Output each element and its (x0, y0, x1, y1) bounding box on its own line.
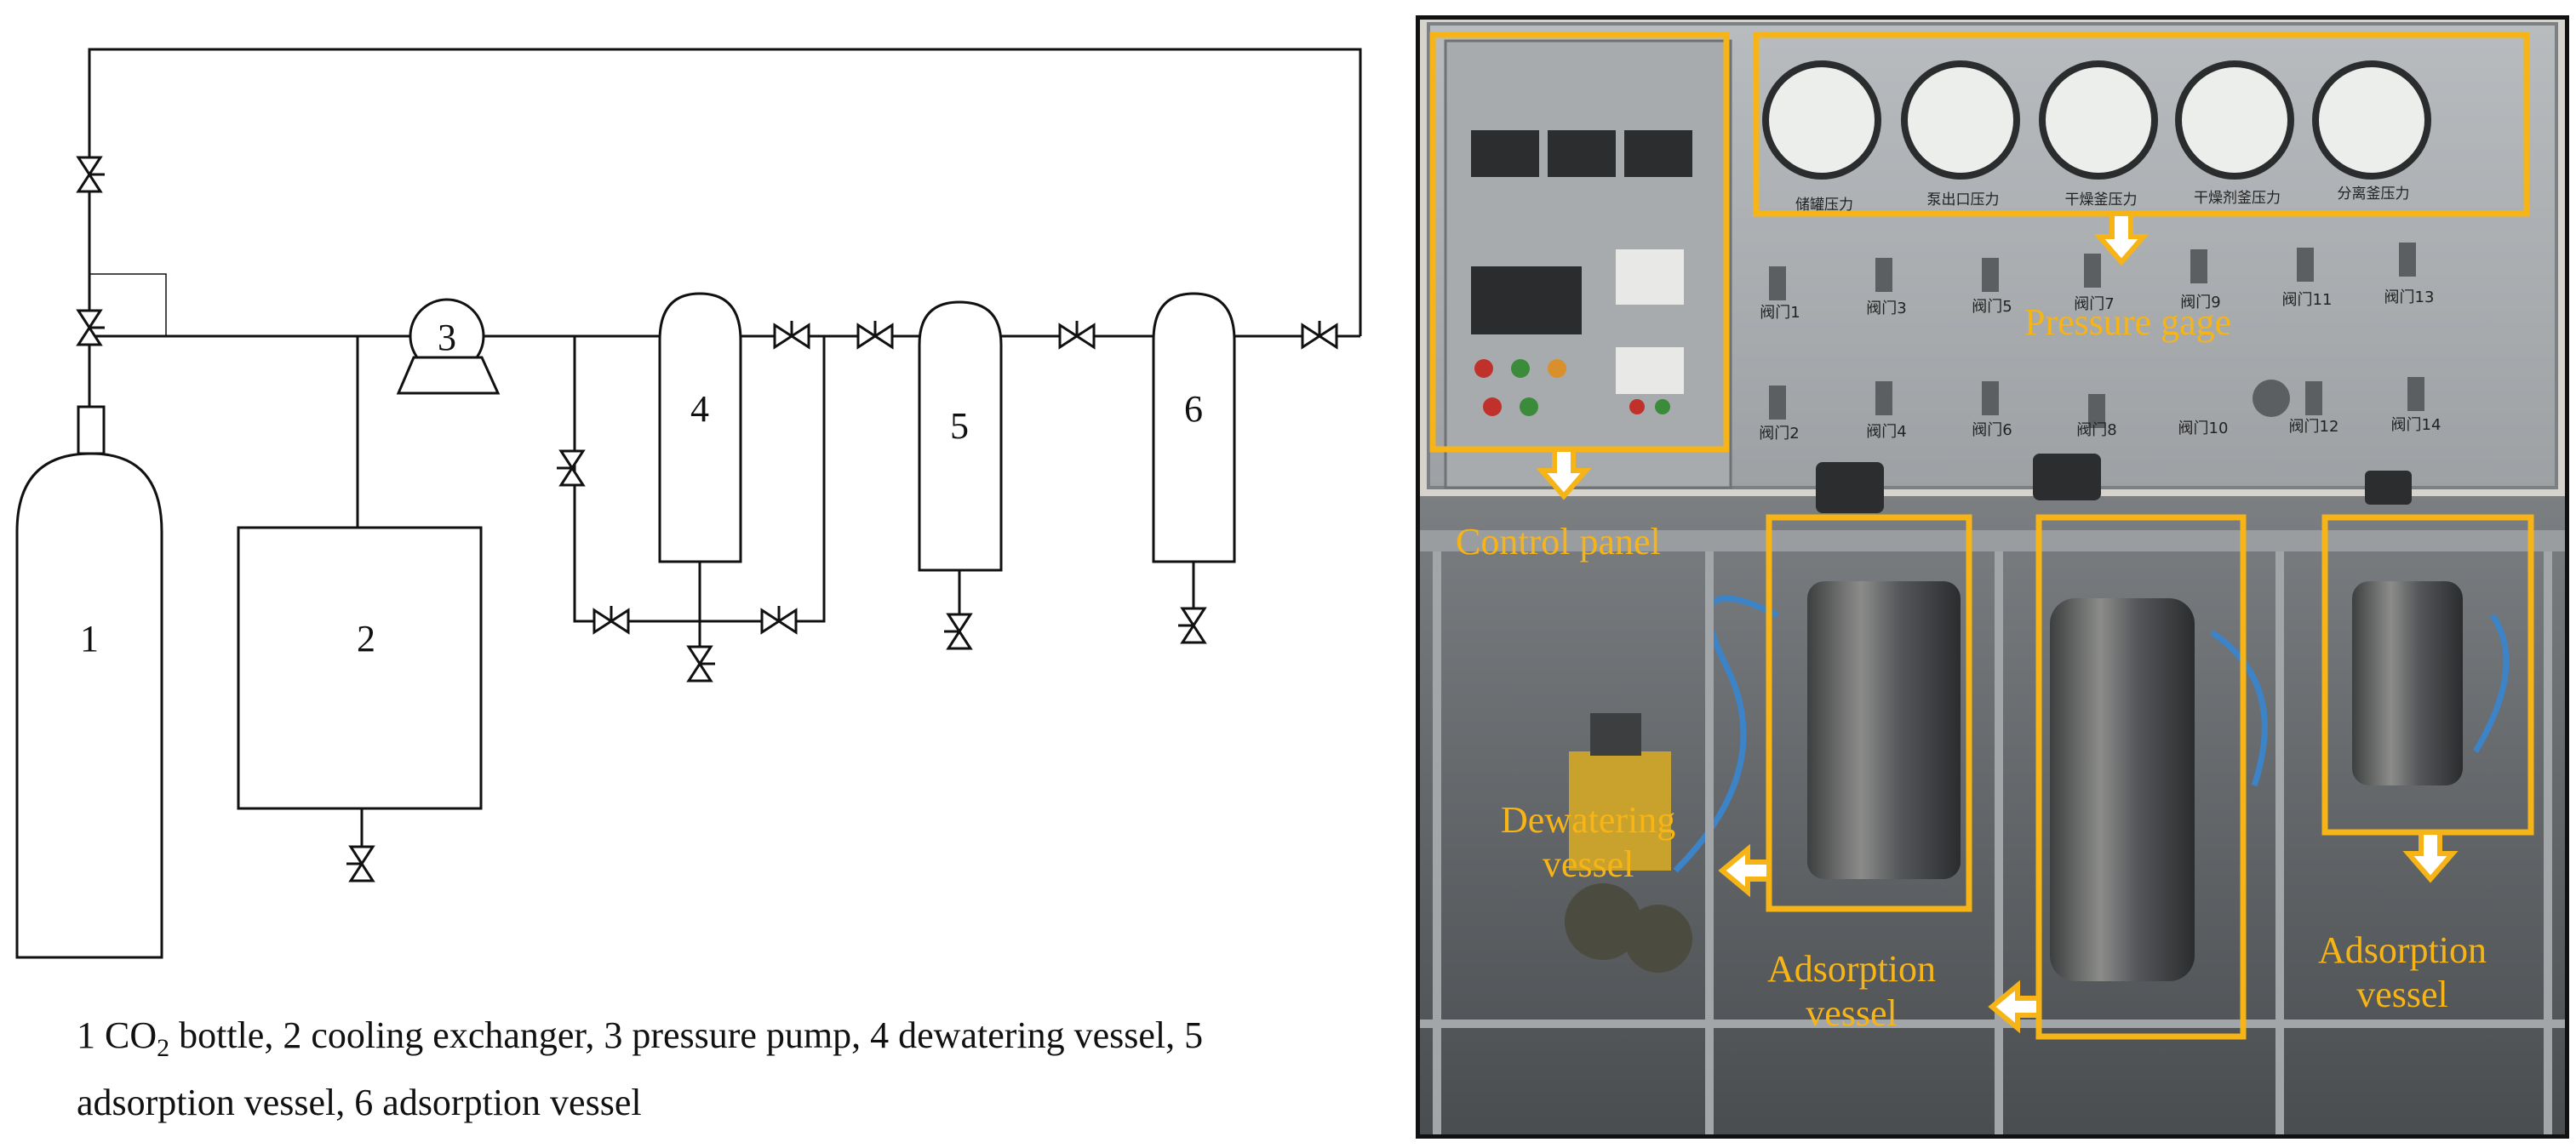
valve-label-10: 阀门10 (2178, 420, 2229, 437)
valve-v3-icon (557, 449, 586, 487)
pump-assembly (1565, 713, 1692, 973)
valve-v6-icon (944, 613, 973, 650)
gauge-label-3: 干燥釜压力 (2065, 191, 2138, 208)
adsorption-vessel-right-body (2352, 581, 2463, 785)
dewatering-vessel-body (1807, 581, 1961, 879)
panel-valves-bottom (1769, 377, 2424, 428)
valve-v5-icon (346, 845, 375, 882)
co2-bottle (15, 405, 163, 959)
valve-h4-icon (856, 321, 894, 350)
adsorption-vessel-5 (918, 300, 1003, 617)
dewatering-vessel-arrow-icon (1718, 843, 1772, 898)
gauge-label-4: 干燥剂釜压力 (2194, 190, 2281, 207)
valve-v4-icon (686, 645, 715, 683)
adsorption-vessel-mid-label: Adsorption vessel (1767, 947, 1936, 1036)
valve-v2-icon (76, 309, 105, 346)
pressure-pump (396, 298, 501, 395)
valve-h5-icon (1058, 321, 1096, 350)
valve-label-3: 阀门3 (1866, 300, 1906, 317)
adsorption-vessel-mid-highlight (2035, 514, 2247, 1040)
valve-label-4: 阀门4 (1866, 423, 1906, 441)
valve-label-9: 阀门9 (2180, 294, 2220, 311)
label-adsorption-vessel-5: 5 (950, 405, 969, 447)
label-pressure-pump: 3 (438, 317, 456, 358)
adsorption-vessel-mid-body (2050, 598, 2195, 981)
bypass-line (89, 273, 167, 336)
adsorption-vessel-right-arrow-icon (2402, 830, 2459, 883)
control-buttons (1474, 359, 1670, 416)
valve-label-5: 阀门5 (1972, 298, 2012, 316)
dewatering-vessel-label-line1: Dewatering (1501, 799, 1676, 841)
equipment-photo: 储罐压力 泵出口压力 干燥釜压力 干燥剂釜压力 分离釜压力 阀门1 阀门3 阀门… (1416, 15, 2569, 1139)
panel-valves-top (1769, 243, 2416, 300)
pressure-gage-highlight (1753, 31, 2530, 217)
caption-text-1: 1 CO (77, 1014, 157, 1056)
control-panel-label: Control panel (1456, 521, 1661, 563)
digital-displays (1471, 130, 1692, 394)
label-co2-bottle: 1 (80, 618, 99, 660)
process-schematic: 1 2 3 4 5 6 (15, 48, 1362, 959)
schematic-caption: 1 CO2 bottle, 2 cooling exchanger, 3 pre… (77, 1008, 1302, 1130)
valve-h3-icon (773, 321, 810, 350)
caption-text-2: bottle, 2 cooling exchanger, 3 pressure … (77, 1014, 1204, 1123)
valve-label-12: 阀门12 (2289, 418, 2339, 436)
valve-h2-icon (760, 606, 798, 635)
gauge-label-1: 储罐压力 (1795, 197, 1853, 214)
recycle-line (88, 48, 1362, 336)
adsorption-vessel-mid-label-line1: Adsorption (1767, 948, 1936, 990)
valve-h1-icon (592, 606, 630, 635)
adsorption-vessel-6 (1152, 292, 1236, 617)
equipment-illustration: 储罐压力 泵出口压力 干燥釜压力 干燥剂釜压力 分离釜压力 阀门1 阀门3 阀门… (1420, 20, 2565, 1134)
valve-label-14: 阀门14 (2391, 416, 2441, 434)
adsorption-vessel-right-label-line2: vessel (2356, 974, 2448, 1015)
label-adsorption-vessel-6: 6 (1184, 388, 1203, 430)
dewatering-vessel (573, 292, 826, 647)
adsorption-vessel-right-label-line1: Adsorption (2318, 929, 2487, 971)
dewatering-vessel-label: Dewatering vessel (1501, 798, 1675, 887)
dewatering-vessel-highlight (1766, 514, 1972, 912)
valve-v1-icon (76, 156, 105, 193)
adsorption-vessel-mid-label-line2: vessel (1806, 992, 1898, 1034)
label-cooling-exchanger: 2 (357, 618, 375, 660)
pressure-gage-label: Pressure gage (2024, 301, 2232, 343)
valve-h6-icon (1301, 321, 1338, 350)
valve-label-8: 阀门8 (2076, 421, 2116, 439)
label-dewatering-vessel: 4 (690, 388, 709, 430)
valve-label-2: 阀门2 (1759, 425, 1799, 443)
gauge-label-5: 分离釜压力 (2338, 186, 2410, 203)
valve-label-7: 阀门7 (2074, 295, 2114, 313)
control-panel-arrow-icon (1536, 447, 1592, 500)
valve-label-1: 阀门1 (1760, 304, 1800, 322)
adsorption-vessel-mid-arrow-icon (1988, 980, 2041, 1034)
pressure-gage-arrow-icon (2093, 211, 2150, 266)
dewatering-vessel-label-line2: vessel (1542, 843, 1634, 885)
valve-v7-icon (1178, 607, 1207, 644)
caption-subscript: 2 (157, 1034, 170, 1062)
pressure-gauges (1762, 60, 2431, 180)
valve-label-13: 阀门13 (2384, 288, 2435, 306)
gauge-label-2: 泵出口压力 (1927, 191, 2000, 208)
cooling-exchanger (237, 336, 483, 851)
valve-label-11: 阀门11 (2282, 291, 2333, 309)
valve-label-6: 阀门6 (1972, 421, 2012, 439)
adsorption-vessel-right-label: Adsorption vessel (2318, 928, 2487, 1017)
vessel-lids (1816, 454, 2412, 513)
control-panel-highlight (1429, 31, 1730, 453)
